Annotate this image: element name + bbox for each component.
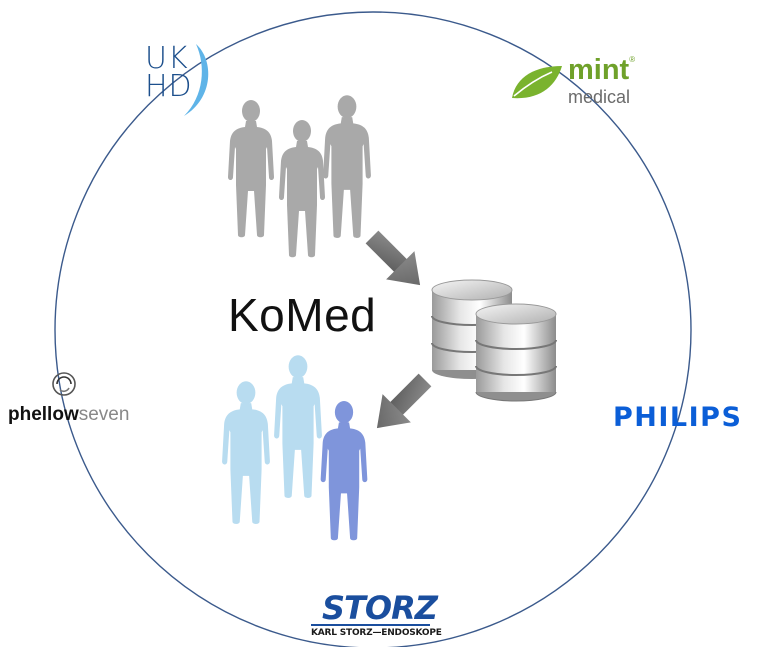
person-icon [320, 401, 368, 541]
project-title: KoMed [228, 289, 377, 341]
person-icon [279, 120, 325, 258]
mint-registered-mark: ® [629, 55, 636, 64]
arrow-to-database-icon [365, 230, 421, 286]
patient-group-gray [228, 95, 371, 258]
patient-group-blue [222, 355, 368, 541]
ukhd-line2: HD [145, 69, 193, 104]
phellow-bold-text: phellow [8, 404, 79, 425]
person-icon [323, 95, 371, 238]
person-icon [222, 381, 270, 524]
database-icon [431, 279, 557, 402]
ukhd-line1: UK [145, 41, 189, 76]
person-icon [274, 355, 322, 498]
mint-logo-brand: mint® [568, 56, 635, 85]
ukhd-logo: UK HD [145, 41, 193, 104]
arrow-to-patients-icon [376, 373, 432, 429]
phellowseven-logo-icon [52, 372, 76, 396]
storz-subtitle: KARL STORZ—ENDOSKOPE [311, 628, 442, 638]
phellowseven-logo: phellowseven [8, 405, 129, 424]
storz-logo: STORZ [322, 589, 438, 627]
philips-logo: PHILIPS [613, 402, 743, 433]
mint-leaf-icon [512, 66, 562, 99]
storz-divider [311, 624, 430, 626]
person-icon [228, 100, 274, 238]
mint-logo-sub: medical [568, 87, 631, 107]
ukhd-logo-icon [184, 44, 209, 116]
phellow-light-text: seven [78, 404, 130, 425]
consortium-circle [54, 11, 692, 647]
mint-brand-text: mint [568, 54, 630, 86]
